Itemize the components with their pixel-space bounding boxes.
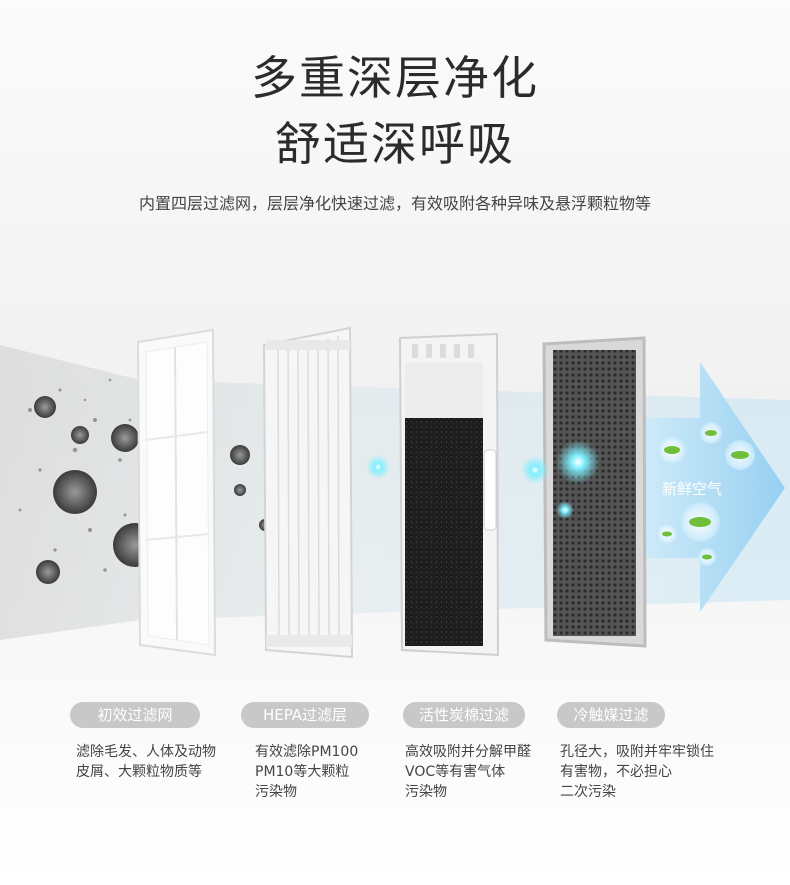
fresh-leaf-bubbles xyxy=(657,422,755,566)
headline-line-1: 多重深层净化 xyxy=(251,51,539,105)
desc-line: VOC等有害气体 xyxy=(405,764,506,780)
filter-desc-catalyst: 孔径大，吸附并牢牢锁住 有害物，不必担心 二次污染 xyxy=(560,742,714,802)
filter-badge-carbon: 活性炭棉过滤 xyxy=(403,702,525,728)
filter-badge-hepa: HEPA过滤层 xyxy=(241,702,369,728)
desc-line: 皮屑、大颗粒物质等 xyxy=(76,764,202,780)
filter-desc-carbon: 高效吸附并分解甲醛 VOC等有害气体 污染物 xyxy=(405,742,531,802)
filter-badge-catalyst: 冷触媒过滤 xyxy=(557,702,665,728)
desc-line: 污染物 xyxy=(255,784,297,800)
purified-glow-particles xyxy=(366,440,600,519)
desc-line: 滤除毛发、人体及动物 xyxy=(76,744,216,760)
desc-line: 孔径大，吸附并牢牢锁住 xyxy=(560,744,714,760)
filter-illustration: 新鲜空气 xyxy=(0,300,790,680)
filter-desc-hepa: 有效滤除PM100 PM10等大颗粒 污染物 xyxy=(255,742,358,802)
desc-line: 有害物，不必担心 xyxy=(560,764,672,780)
desc-line: PM10等大颗粒 xyxy=(255,764,350,780)
desc-line: 污染物 xyxy=(405,784,447,800)
filter-badge-primary: 初效过滤网 xyxy=(70,702,200,728)
headline-line-2: 舒适深呼吸 xyxy=(275,117,515,171)
hepa-filter-panel xyxy=(262,326,354,659)
desc-line: 有效滤除PM100 xyxy=(255,744,359,760)
primary-filter-panel xyxy=(136,328,217,657)
filter-desc-primary: 滤除毛发、人体及动物 皮屑、大颗粒物质等 xyxy=(76,742,216,782)
carbon-filter-panel xyxy=(398,332,500,657)
fresh-air-label: 新鲜空气 xyxy=(662,480,723,498)
filter-layers-graphic xyxy=(0,326,790,659)
desc-line: 二次污染 xyxy=(560,784,616,800)
desc-line: 高效吸附并分解甲醛 xyxy=(405,744,531,760)
catalyst-filter-panel xyxy=(542,336,647,648)
subtitle: 内置四层过滤网，层层净化快速过滤，有效吸附各种异味及悬浮颗粒物等 xyxy=(138,194,651,213)
